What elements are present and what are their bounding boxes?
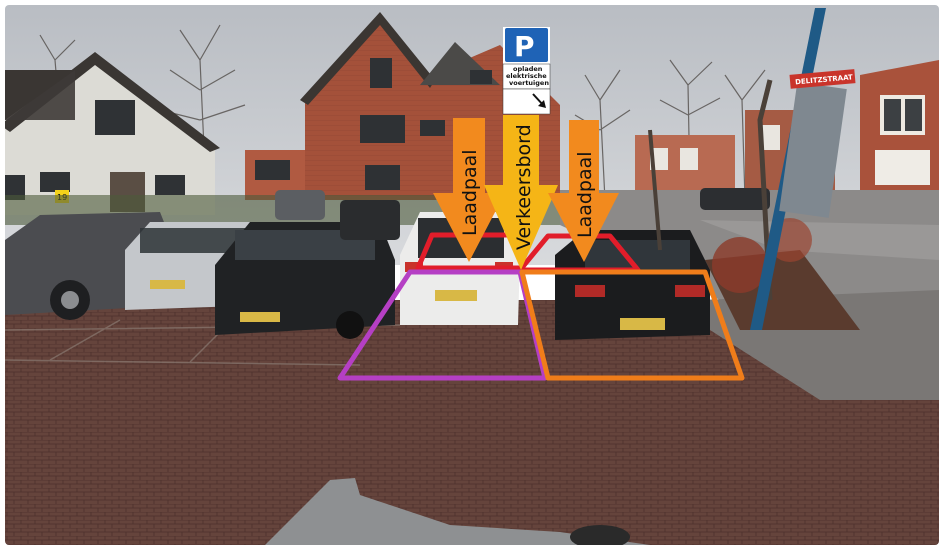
arrow-laadpaal-right: Laadpaal: [548, 120, 619, 262]
parking-symbol: P: [514, 30, 535, 63]
diagonal-arrow-icon: [532, 93, 546, 108]
white-house: 19: [5, 52, 220, 215]
parking-sign: P opladen elektrische voertuigen: [502, 27, 551, 115]
camera-mount: [265, 478, 650, 545]
pole-right: DELITZSTRAAT: [750, 8, 856, 330]
parking-bay-purple-outline: [337, 269, 548, 381]
planter-trees: [648, 79, 812, 301]
sign-text-line2: elektrische: [506, 72, 547, 80]
brick-house: [245, 12, 560, 200]
arrow-verkeersbord: Verkeersbord: [484, 115, 558, 270]
parking-bay-orange-outline: [519, 269, 745, 381]
photo-area: 19: [5, 5, 939, 545]
arrow-label-laadpaal-right: Laadpaal: [574, 151, 596, 238]
arrow-label-verkeersbord: Verkeersbord: [513, 124, 535, 250]
street-name-sign: [789, 69, 856, 89]
parked-cars: [5, 188, 770, 340]
arrow-label-laadpaal-left: Laadpaal: [459, 149, 481, 236]
sign-text-line1: opladen: [513, 65, 543, 73]
arrow-laadpaal-left: Laadpaal: [433, 118, 505, 262]
sign-text-line3: voertuigen: [509, 79, 549, 87]
